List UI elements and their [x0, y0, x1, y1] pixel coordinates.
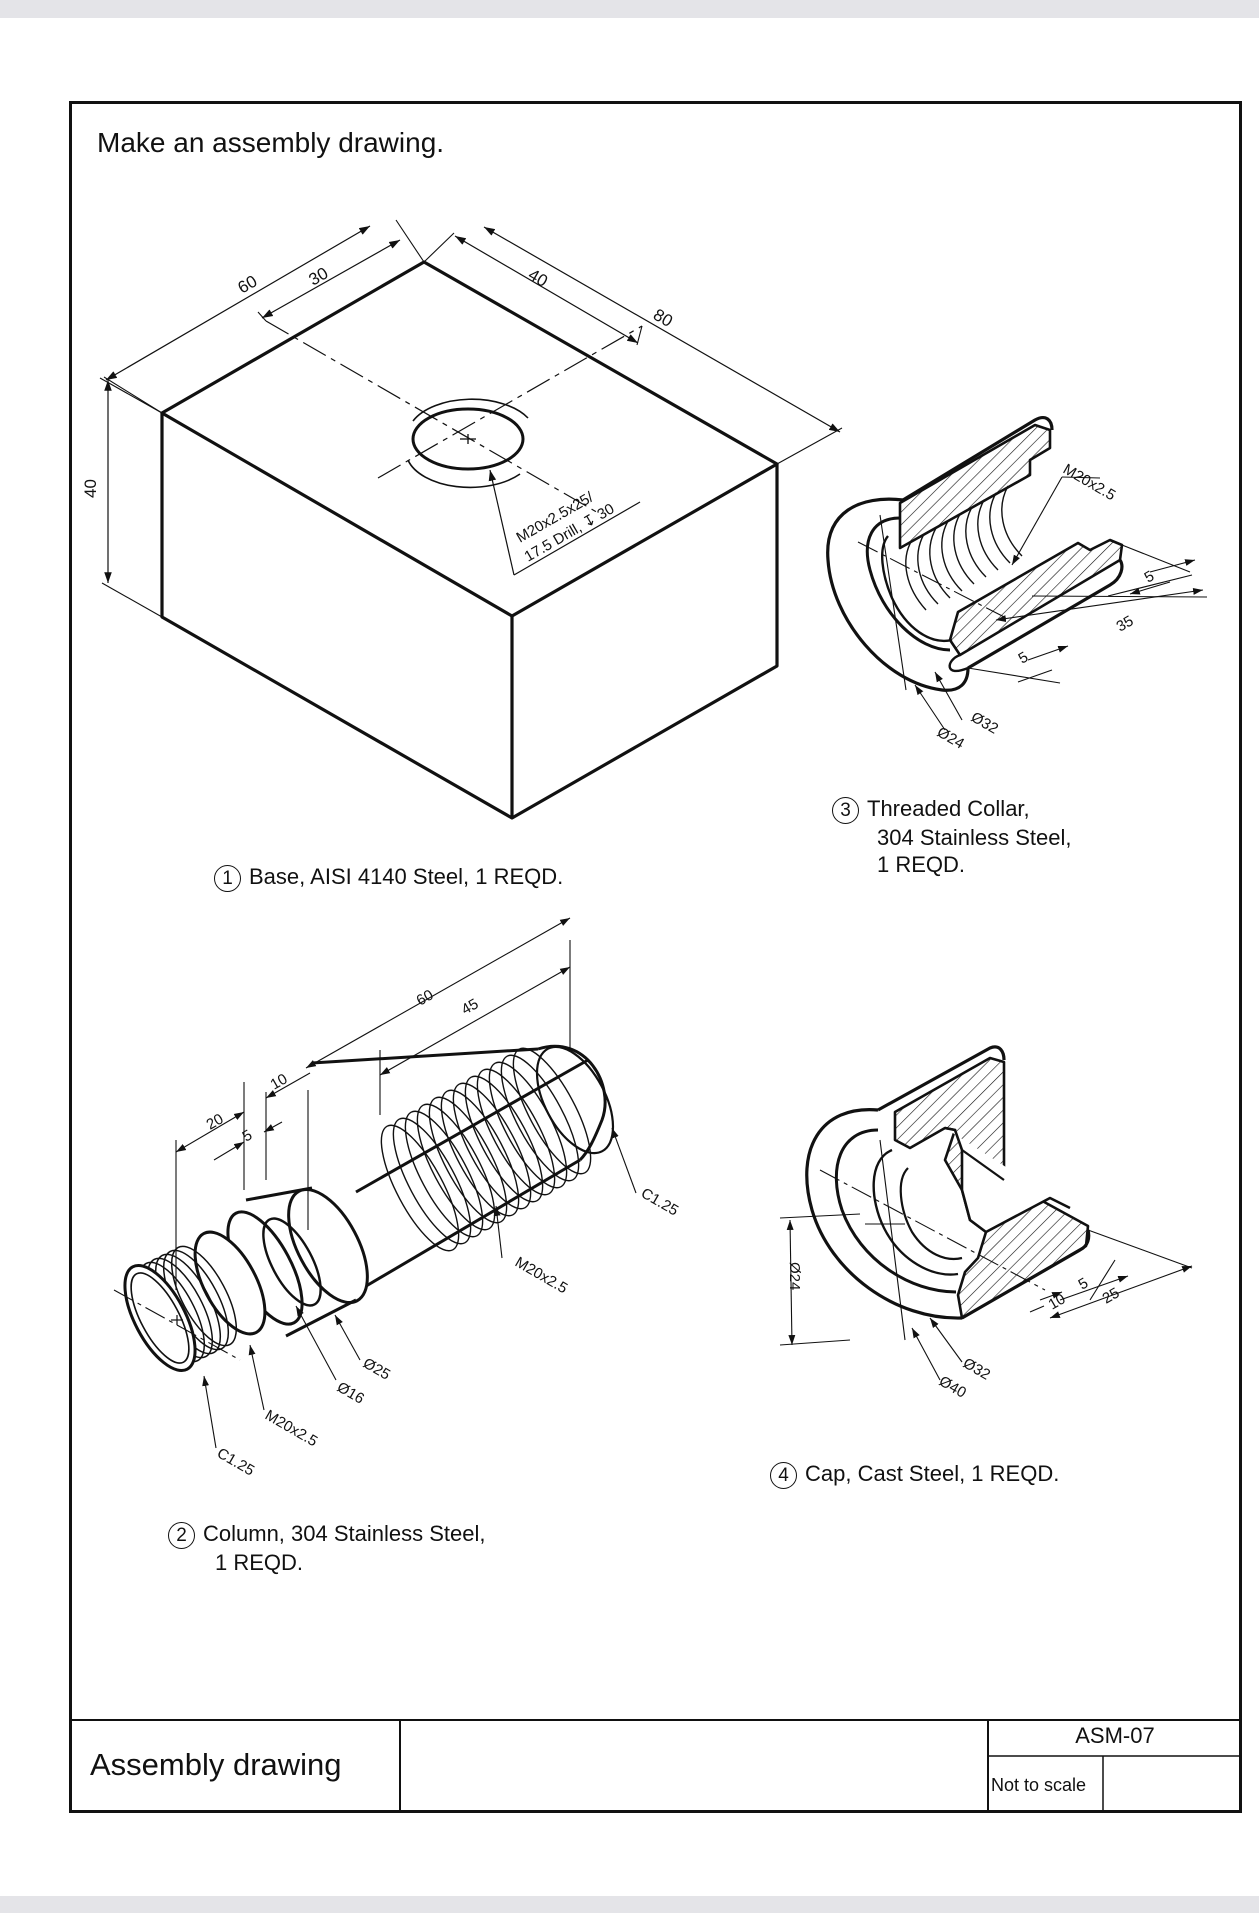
- column-dim-10: 10: [268, 1070, 291, 1093]
- column-chamfer-end: C1.25: [214, 1445, 257, 1480]
- part-4-balloon: 4: [770, 1461, 797, 1489]
- base-block-isometric: [99, 219, 843, 820]
- cap-dim-5: 5: [1076, 1275, 1092, 1294]
- cap-dim-25: 25: [1100, 1284, 1123, 1307]
- cap-section: [779, 1045, 1193, 1381]
- column-chamfer-top: C1.25: [638, 1185, 681, 1220]
- title-block-scale: Not to scale: [991, 1775, 1087, 1795]
- cap-dimension-labels: Ø24 10 5 25 Ø32 Ø40: [786, 1262, 1122, 1402]
- part-4-caption: 4 Cap, Cast Steel, 1 REQD.: [770, 1460, 1059, 1489]
- cap-dim-10: 10: [1046, 1290, 1069, 1313]
- title-block-title: Assembly drawing: [90, 1747, 342, 1782]
- part-1-desc: Base, AISI 4140 Steel, 1 REQD.: [249, 864, 564, 889]
- part-3-desc-line1: Threaded Collar,: [867, 796, 1030, 821]
- cap-dia40: Ø40: [936, 1373, 969, 1402]
- column-dia25: Ø25: [360, 1355, 393, 1384]
- hole-depth: 30: [594, 500, 617, 523]
- collar-dim-5b: 5: [1016, 649, 1032, 668]
- collar-dia24: Ø24: [934, 724, 967, 753]
- part-2-desc-line2: 1 REQD.: [215, 1549, 304, 1575]
- cap-dia24: Ø24: [786, 1262, 803, 1290]
- part-2-desc-line1: Column, 304 Stainless Steel,: [203, 1521, 486, 1546]
- part-2-caption: 2 Column, 304 Stainless Steel, 1 REQD.: [168, 1520, 486, 1576]
- collar-dia32: Ø32: [968, 709, 1001, 738]
- part-4-desc: Cap, Cast Steel, 1 REQD.: [805, 1461, 1060, 1486]
- title-block: [70, 1719, 1240, 1811]
- part-3-caption: 3 Threaded Collar, 304 Stainless Steel, 1…: [832, 795, 1071, 878]
- part-3-desc-line3: 1 REQD.: [877, 851, 966, 877]
- viewer-bottom-bar: [0, 1896, 1259, 1913]
- column-dim-45: 45: [459, 995, 482, 1018]
- cap-dia32: Ø32: [960, 1355, 993, 1384]
- instruction-text: Make an assembly drawing.: [97, 127, 445, 158]
- collar-dim-35: 35: [1114, 612, 1137, 635]
- column-dia16: Ø16: [334, 1379, 367, 1408]
- title-block-drawing-number: ASM-07: [1075, 1723, 1155, 1748]
- part-1-caption: 1 Base, AISI 4140 Steel, 1 REQD.: [214, 863, 563, 892]
- column-thread-main: M20x2.5: [512, 1254, 570, 1297]
- column-dim-60: 60: [414, 986, 437, 1009]
- part-3-desc-line2: 304 Stainless Steel,: [877, 824, 1072, 850]
- dim-40-top: 40: [525, 265, 551, 291]
- dim-80: 80: [650, 305, 676, 331]
- drawing-sheet-border: [69, 101, 1242, 1813]
- threaded-collar-section: [826, 416, 1208, 731]
- collar-thread-label: M20x2.5: [1060, 461, 1118, 504]
- part-1-balloon: 1: [214, 864, 241, 892]
- part-2-balloon: 2: [168, 1521, 195, 1549]
- column-dim-20: 20: [204, 1110, 227, 1133]
- part-3-balloon: 3: [832, 796, 859, 824]
- dim-60: 60: [235, 272, 261, 298]
- column-isometric: [113, 917, 637, 1449]
- dim-30: 30: [306, 264, 332, 290]
- dim-40-height: 40: [81, 479, 100, 498]
- viewer-top-bar: [0, 0, 1259, 18]
- column-thread-end: M20x2.5: [262, 1407, 320, 1450]
- column-dim-5: 5: [240, 1127, 256, 1146]
